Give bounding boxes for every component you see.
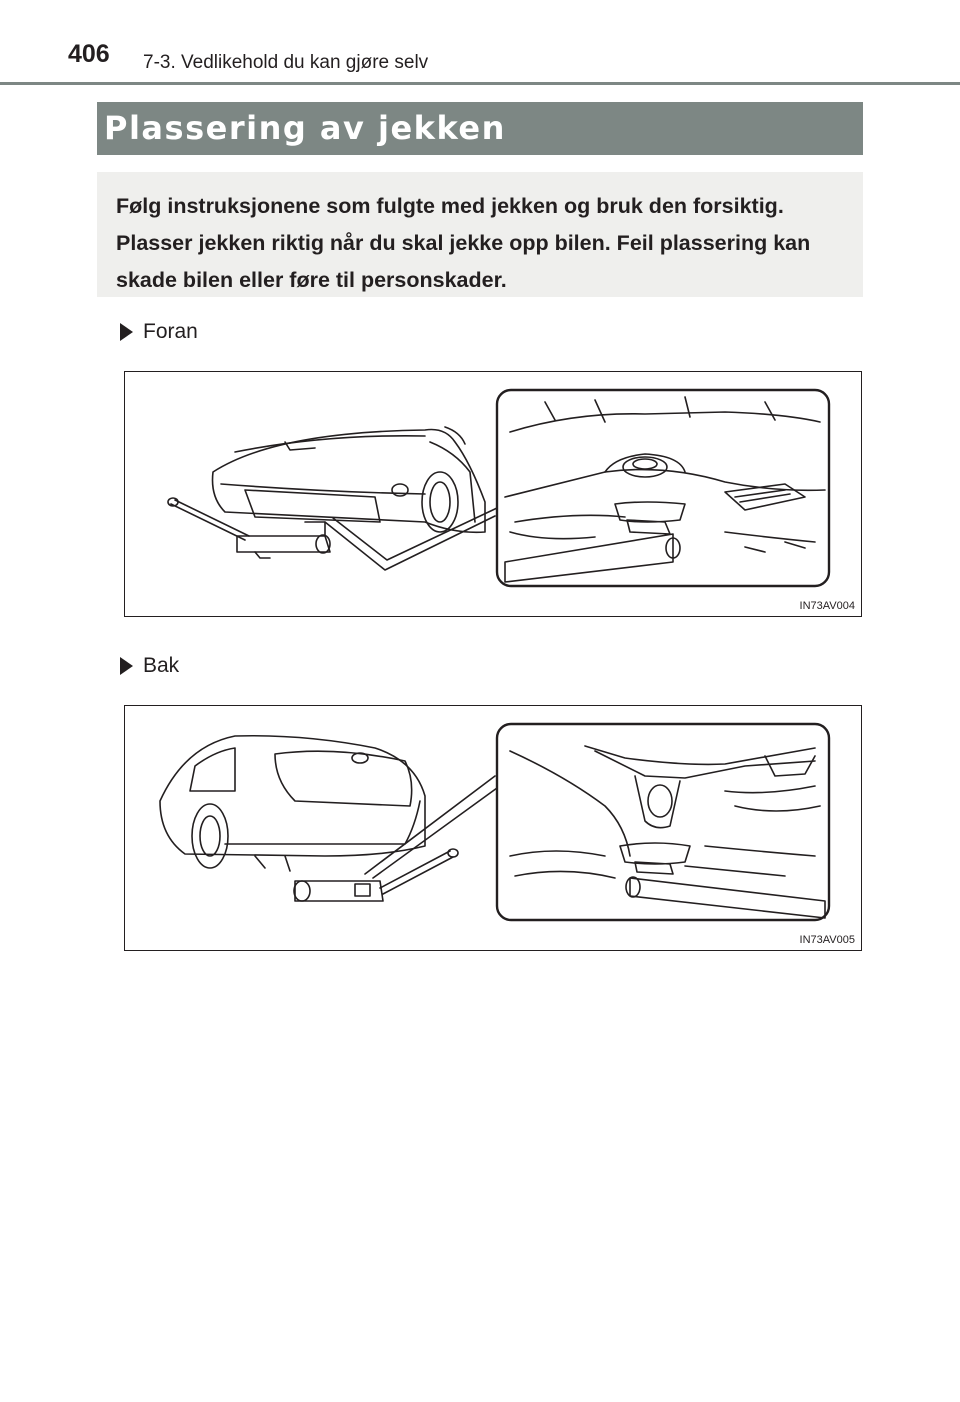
header-divider [0,82,960,85]
figure-front-jack: IN73AV004 [124,371,862,617]
bullet-front-label: Foran [143,320,198,343]
figure-code-front: IN73AV004 [799,600,855,612]
page-number: 406 [68,40,110,68]
triangle-bullet-icon [120,323,133,341]
intro-line-2: Plasser jekken riktig når du skal jekke … [116,231,811,292]
bullet-rear: Bak [120,654,179,678]
intro-box: Følg instruksjonene som fulgte med jekke… [97,172,863,297]
intro-line-1: Følg instruksjonene som fulgte med jekke… [116,194,784,218]
section-title: 7-3. Vedlikehold du kan gjøre selv [143,52,429,73]
rear-jack-illustration [159,722,831,922]
triangle-bullet-icon [120,657,133,675]
bullet-front: Foran [120,320,198,344]
page-title: Plassering av jekken [104,109,506,147]
title-bar: Plassering av jekken [97,102,863,155]
figure-rear-jack: IN73AV005 [124,705,862,951]
bullet-rear-label: Bak [143,654,180,677]
figure-code-rear: IN73AV005 [799,934,855,946]
front-jack-illustration [167,388,831,588]
